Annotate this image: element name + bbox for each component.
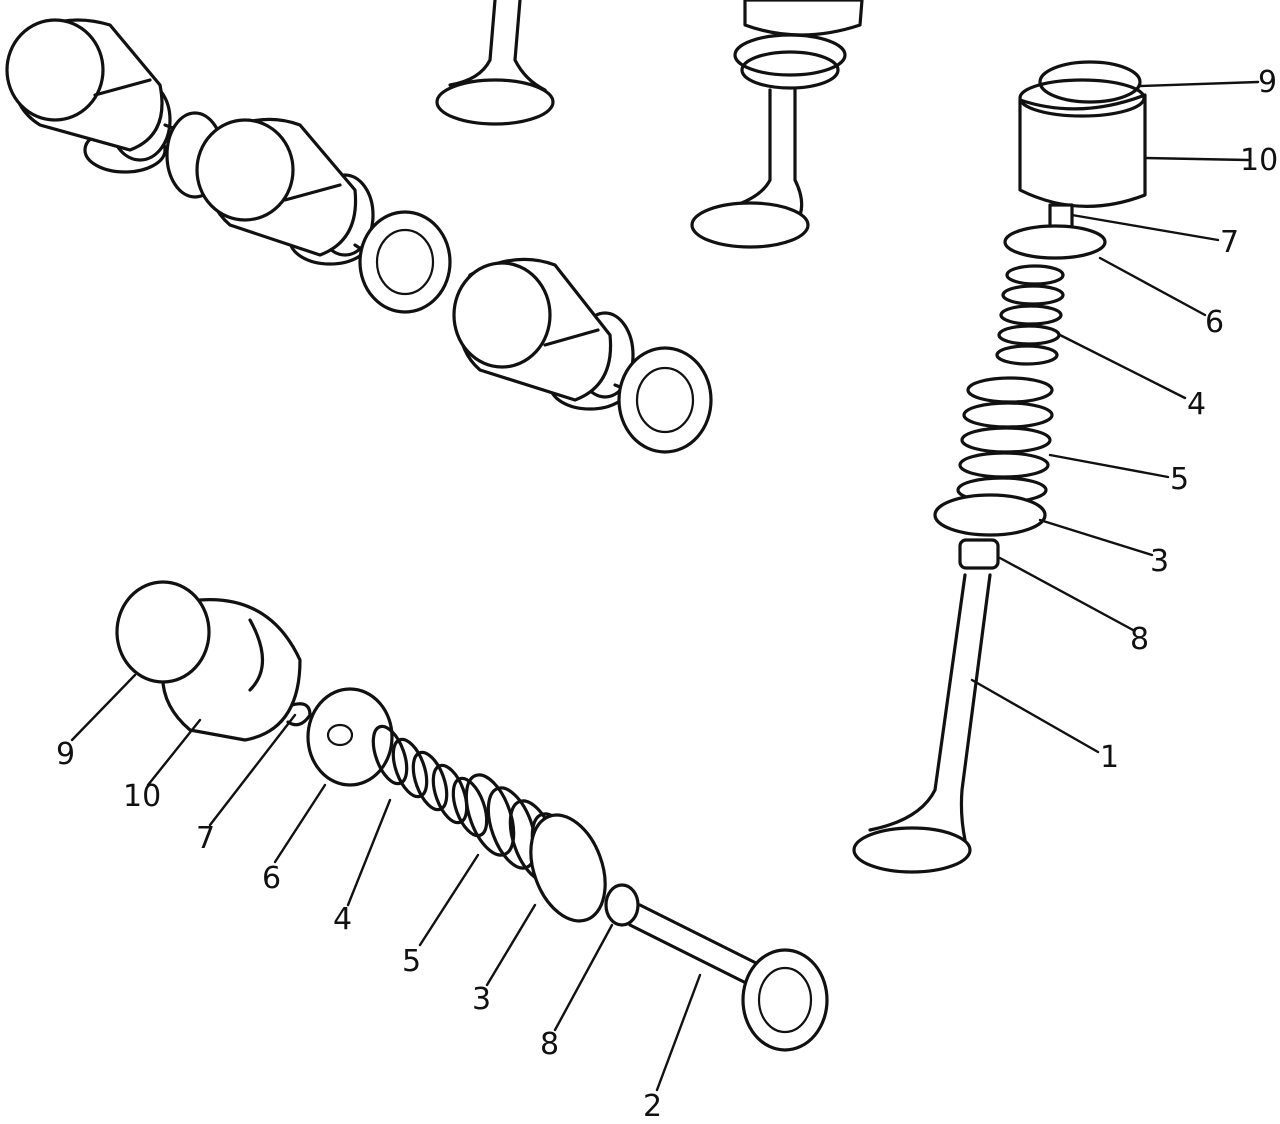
spring-seat	[933, 493, 1047, 537]
valve-stem-seal	[958, 538, 1000, 570]
tappet-top	[5, 18, 105, 122]
callout-7-left: 7	[196, 821, 216, 856]
callout-8-left: 8	[540, 1027, 560, 1062]
tappet-top	[452, 261, 552, 369]
tappet-seam	[93, 78, 152, 97]
valve-cotters	[286, 702, 312, 727]
upper-center-valve-2	[690, 0, 864, 249]
valve-stem	[638, 903, 762, 967]
spring-retainer	[1003, 224, 1107, 260]
callout-10-left: 10	[123, 779, 162, 814]
tappet-seam	[248, 618, 265, 692]
callout-5-right: 5	[1170, 462, 1190, 497]
callout-6-right: 6	[1205, 305, 1225, 340]
valve-stem	[868, 573, 967, 832]
valve-stem	[628, 923, 752, 987]
valve-head-inner	[375, 228, 435, 296]
valve-stem	[448, 0, 497, 87]
tappet-bucket	[1018, 93, 1147, 208]
callout-6-left: 6	[262, 861, 282, 896]
valve-head-inner	[635, 366, 695, 434]
upper-valve-assembly-1	[5, 18, 225, 199]
adjusting-shim	[1038, 60, 1142, 104]
spring-seat	[529, 813, 607, 923]
callout-9-right: 9	[1258, 65, 1278, 100]
valve-stem	[793, 88, 804, 217]
valve-head	[690, 201, 810, 249]
tappet-seam	[283, 183, 342, 202]
valve-head	[435, 78, 555, 126]
tappet-bucket	[743, 0, 864, 37]
retainer-hole	[326, 723, 354, 747]
right-valve-assembly	[852, 60, 1147, 874]
left-valve-assembly	[115, 580, 829, 1052]
callout-1-right: 1	[1100, 740, 1120, 775]
callout-7-right: 7	[1220, 225, 1240, 260]
inner-valve-spring	[995, 264, 1065, 366]
valve-head	[741, 948, 829, 1052]
callout-5-left: 5	[402, 944, 422, 979]
spring-retainer	[306, 687, 394, 787]
upper-valve-assembly-3	[452, 257, 713, 454]
valve-head	[617, 346, 713, 454]
callout-4-left: 4	[333, 902, 353, 937]
tappet-seam	[543, 328, 600, 347]
valve-head	[852, 826, 972, 874]
callout-3-right: 3	[1150, 544, 1170, 579]
callout-9-left: 9	[56, 737, 76, 772]
adjusting-shim	[115, 580, 211, 684]
callout-4-right: 4	[1187, 387, 1207, 422]
valve-stem	[513, 0, 547, 92]
callout-3-left: 3	[472, 982, 492, 1017]
left-assembly-leaders	[70, 673, 702, 1092]
right-assembly-leaders	[970, 80, 1260, 754]
valve-stem	[718, 88, 772, 212]
inner-valve-spring	[371, 724, 489, 838]
tappet-rim	[1018, 78, 1146, 118]
valve-stem	[959, 573, 992, 842]
callout-10-right: 10	[1240, 143, 1279, 178]
tappet-top	[195, 118, 295, 222]
valve-head	[358, 210, 452, 314]
valve-head-inner	[757, 966, 813, 1034]
upper-valve-assembly-2	[195, 117, 452, 314]
valve-stem-seal	[604, 883, 640, 927]
upper-center-valve-1	[435, 0, 555, 126]
callout-8-right: 8	[1130, 622, 1150, 657]
spring-coil	[740, 50, 840, 90]
outer-valve-spring	[956, 376, 1054, 504]
callout-2-left: 2	[643, 1089, 663, 1124]
spring-retainer	[733, 33, 847, 77]
